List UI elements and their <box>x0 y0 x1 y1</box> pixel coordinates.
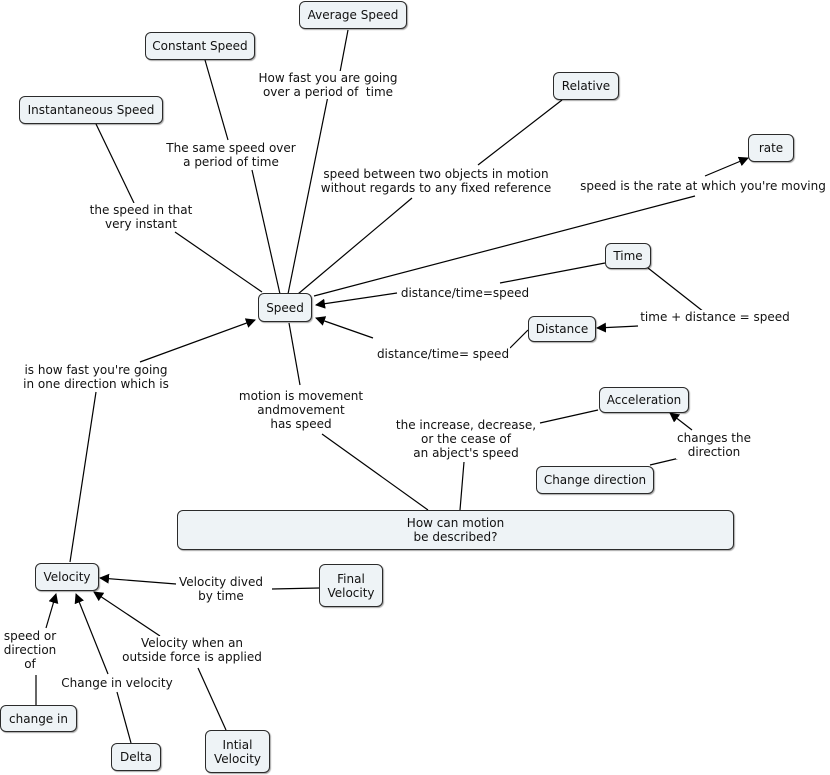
connector-relative-label <box>477 99 563 166</box>
connector-speed-rate <box>313 195 696 297</box>
link-label-speed-or-direction: speed or direction of <box>2 629 58 671</box>
connector-speed-motion <box>288 322 301 386</box>
connector-distance-arrow <box>596 322 639 333</box>
link-label-speed-between: speed between two objects in motion with… <box>319 167 553 195</box>
link-label-speed-instant: the speed in that very instant <box>88 203 194 231</box>
node-time[interactable]: Time <box>605 243 651 269</box>
link-label-changes-direction: changes the direction <box>676 431 752 459</box>
connector-constant-label <box>204 59 229 141</box>
node-change-in[interactable]: change in <box>0 705 77 732</box>
connector-initial-velocity-arrow <box>93 591 161 637</box>
connector-changein-velocity-arrow <box>45 593 59 629</box>
connector-delta-label <box>116 691 132 744</box>
link-label-motion-movement: motion is movement andmovement has speed <box>237 389 365 431</box>
node-rate[interactable]: rate <box>748 134 794 162</box>
link-label-dist-time-speed-1: distance/time=speed <box>399 286 531 300</box>
node-final-velocity[interactable]: Final Velocity <box>319 564 383 607</box>
node-acceleration[interactable]: Acceleration <box>599 387 689 413</box>
connector-how-increase <box>459 461 465 511</box>
link-label-velocity-dived: Velocity dived by time <box>178 575 264 603</box>
connector-dist-speed-arrow <box>315 316 374 339</box>
link-label-dist-time-speed-2: distance/time= speed <box>375 347 511 361</box>
connector-motion-how <box>321 433 429 511</box>
connector-rate-arrow <box>704 156 749 177</box>
node-constant-speed[interactable]: Constant Speed <box>145 32 255 60</box>
connector-delta-velocity-arrow <box>74 593 109 675</box>
connector-velocity-speed-arrow <box>139 318 256 363</box>
connector-speed-constant <box>251 169 281 295</box>
link-label-increase-decrease: the increase, decrease, or the cease of … <box>394 418 538 460</box>
node-velocity[interactable]: Velocity <box>35 563 99 591</box>
connector-final-label <box>271 587 320 590</box>
connector-velocity-label <box>69 391 97 563</box>
connector-distance-label <box>509 329 529 349</box>
connector-speed-relative <box>297 197 413 295</box>
link-label-how-fast-period: How fast you are going over a period of … <box>257 71 399 99</box>
node-initial-velocity[interactable]: Intial Velocity <box>205 730 270 773</box>
node-distance[interactable]: Distance <box>528 316 596 342</box>
connector-dist-time-speed-arrow <box>315 292 398 309</box>
node-relative[interactable]: Relative <box>553 72 619 100</box>
link-label-speed-rate: speed is the rate at which you're moving <box>579 179 827 193</box>
connector-instant-label <box>95 123 135 204</box>
link-label-time-plus-distance: time + distance = speed <box>639 310 791 324</box>
link-label-velocity-force: Velocity when an outside force is applie… <box>121 636 263 664</box>
connector-time-distance <box>647 267 705 313</box>
node-speed[interactable]: Speed <box>258 293 312 322</box>
node-change-direction[interactable]: Change direction <box>536 466 654 494</box>
link-label-same-speed: The same speed over a period of time <box>165 141 297 169</box>
node-average-speed[interactable]: Average Speed <box>299 1 407 29</box>
link-label-change-velocity: Change in velocity <box>60 676 174 690</box>
connector-final-velocity-arrow <box>99 573 177 585</box>
node-delta[interactable]: Delta <box>111 743 161 771</box>
connector-speed-average <box>287 95 329 295</box>
node-instantaneous-speed[interactable]: Instantaneous Speed <box>19 96 163 124</box>
node-how-can-motion[interactable]: How can motion be described? <box>177 510 734 550</box>
connector-increase-acceleration <box>539 409 599 424</box>
connector-initial-label <box>197 667 227 731</box>
connector-average-label <box>339 29 349 73</box>
connector-speed-instant <box>174 231 263 293</box>
link-label-how-fast-direction: is how fast you're going in one directio… <box>22 363 170 391</box>
connector-time-label <box>499 262 606 284</box>
connector-acceleration-arrow <box>669 412 693 431</box>
